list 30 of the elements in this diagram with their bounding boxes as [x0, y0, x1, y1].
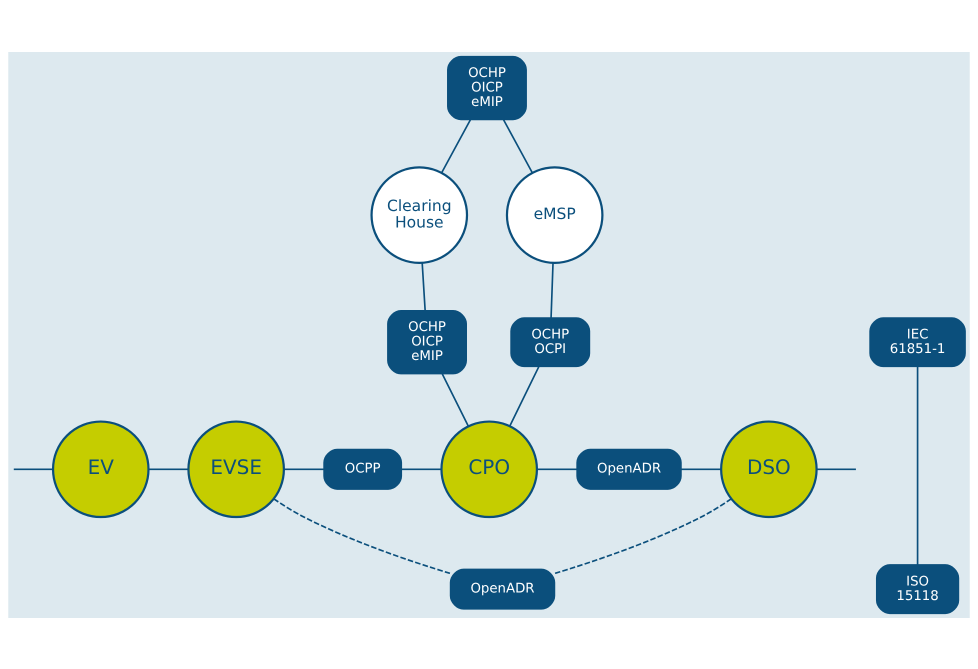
- connector: [554, 498, 732, 574]
- node-circle: CPO: [440, 420, 538, 518]
- node-box: IEC 61851-1: [869, 316, 966, 367]
- node-circle: EVSE: [187, 420, 285, 518]
- connector: [284, 468, 324, 470]
- connector: [442, 373, 470, 426]
- node-box: OCHP OICP eMIP: [447, 55, 527, 120]
- node-box: OCPP: [323, 448, 402, 490]
- connector: [421, 262, 426, 310]
- node-circle: Clearing House: [370, 166, 468, 264]
- connector: [916, 366, 918, 564]
- connector: [148, 468, 188, 470]
- connector: [402, 468, 442, 470]
- node-box: OpenADR: [576, 448, 682, 490]
- node-box: OCHP OICP eMIP: [387, 310, 467, 374]
- connector: [14, 468, 53, 470]
- connector: [681, 468, 722, 470]
- node-box: ISO 15118: [876, 564, 960, 614]
- connector: [502, 118, 533, 172]
- connector: [273, 498, 450, 574]
- node-box: OCHP OCPI: [510, 316, 590, 367]
- node-box: OpenADR: [450, 568, 556, 610]
- connector: [441, 118, 472, 172]
- node-circle: DSO: [720, 420, 818, 518]
- connector: [816, 468, 856, 470]
- connector: [537, 468, 577, 470]
- node-circle: EV: [52, 420, 150, 518]
- connector: [509, 366, 540, 426]
- node-circle: eMSP: [506, 166, 604, 264]
- connector: [550, 262, 554, 317]
